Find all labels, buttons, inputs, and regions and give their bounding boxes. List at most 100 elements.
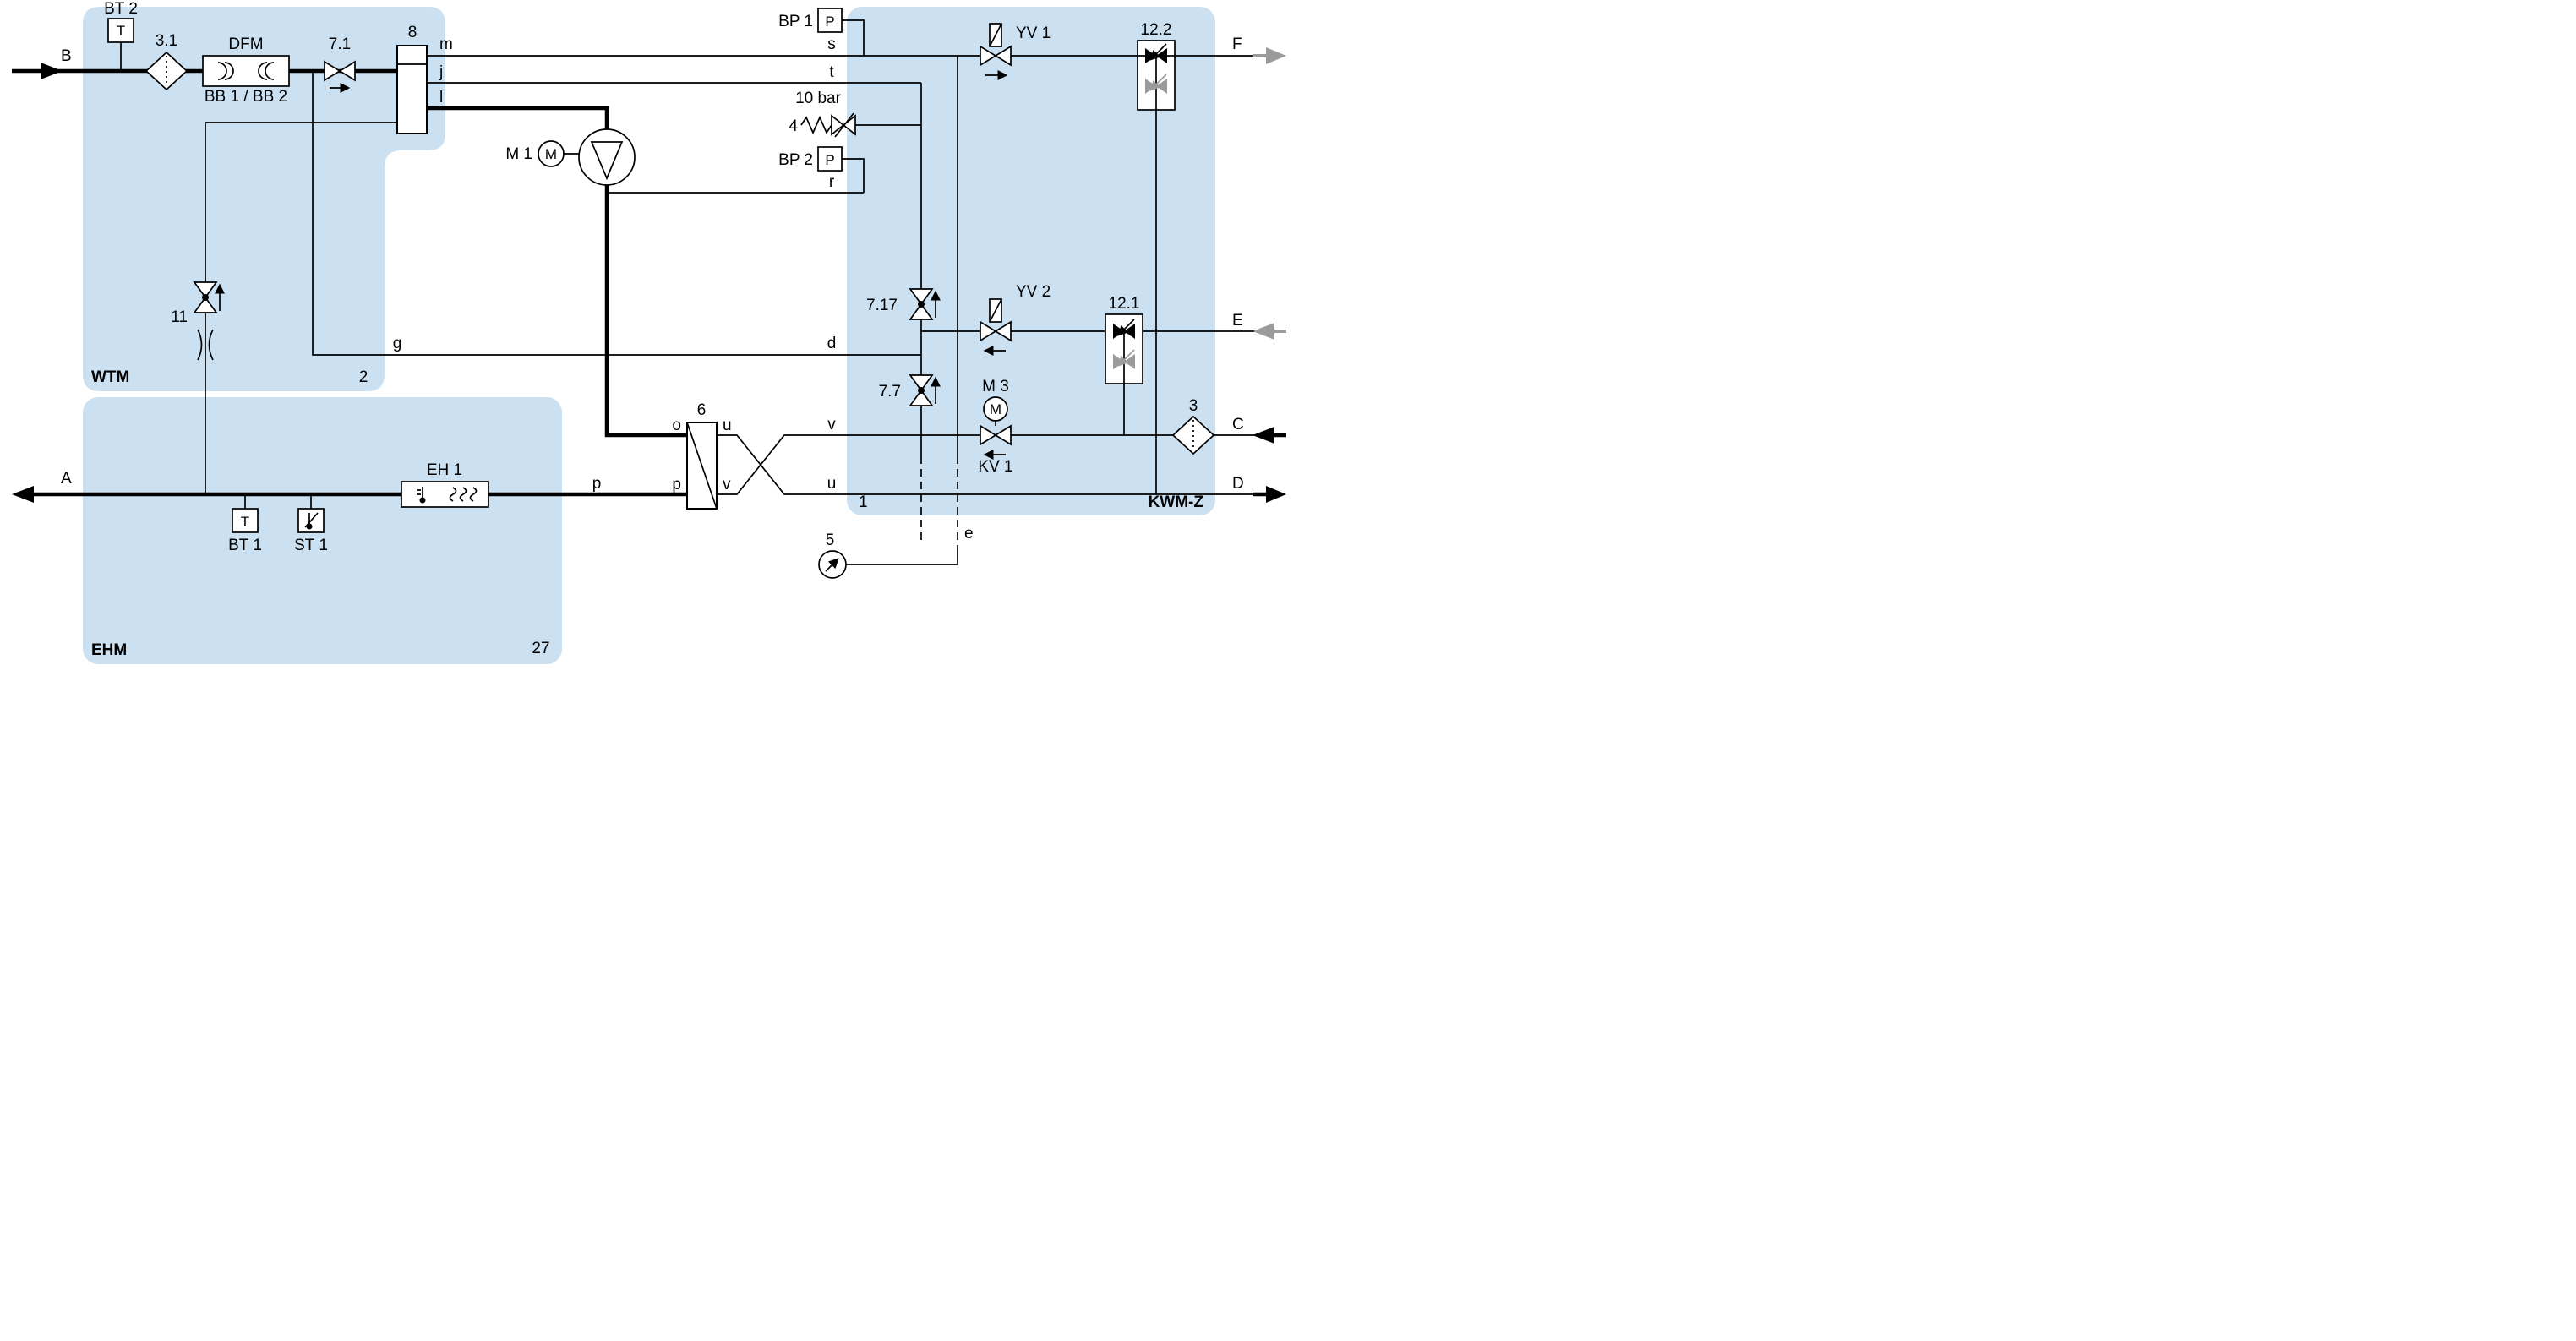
valve-7-7-label: 7.7 [879,383,901,401]
coupling-12-1-top-arrow [1117,319,1135,336]
gauge-5 [818,550,847,579]
bp2-symbol: P [825,152,834,168]
relief-diagonal-icon [834,112,854,138]
pipe-g-d [312,71,921,356]
strainer-3 [1171,415,1215,455]
eh1-box [401,481,489,508]
thin-pipes [120,19,1254,565]
yv1-body [980,45,1012,67]
pump-m1 [538,128,636,186]
valve-yv2 [980,298,1012,356]
m1-symbol: M [545,146,557,162]
vessel-8-label: 8 [408,24,418,41]
m1-label: M 1 [505,145,532,163]
region-kwmz-number: 1 [859,493,868,511]
gauge-5-needle-icon [825,558,839,572]
valve-7-17-label: 7.17 [866,297,898,314]
relief-spring-icon [800,115,832,135]
yv2-actuator-diag [989,298,1002,323]
hx-6-diagonal [686,422,718,510]
motor-m3-icon [983,396,1008,422]
heat-exchanger-6 [686,422,718,510]
yv2-body [980,320,1012,342]
kv1-body [980,424,1012,446]
bp1-box [817,8,843,33]
relief-4-pressure: 10 bar [795,90,842,107]
heater-eh1 [401,481,489,508]
st1-switch-diag [304,512,319,528]
line-j-label: j [439,63,443,81]
pipe-vessel-to-valve11 [205,122,397,494]
line-v-out-label: v [827,416,836,433]
line-m-label: m [439,35,453,53]
eh1-label: EH 1 [427,461,462,479]
line-g-label: g [393,335,402,352]
strainer-3-1-label: 3.1 [156,32,177,50]
port-f-label: F [1232,35,1242,53]
region-wtm-label: WTM [91,368,129,386]
line-o-label: o [672,417,681,434]
region-kwmz-label: KWM-Z [1149,493,1204,511]
pipe-bp1-elbow [842,19,865,56]
bt1-label: BT 1 [228,537,262,554]
kv1-label: KV 1 [978,458,1012,476]
pipe-l-pump [427,106,687,438]
sensor-st1 [297,508,325,533]
pipe-bp2-elbow [842,158,865,193]
flex-coupling-icon [197,329,214,361]
coupling-12-2-top-arrow [1149,43,1167,61]
line-p-port-label: p [672,476,681,493]
line-v-port-label: v [723,476,731,493]
coupling-12-1 [1113,319,1135,369]
line-t-label: t [829,63,834,81]
region-wtm-number: 2 [359,368,368,386]
yv1-actuator-diag [989,23,1002,47]
eh1-coil-icon [449,487,478,502]
valve-11 [193,281,225,361]
valve-7-17-dot-icon [918,301,925,308]
line-u-port-label: u [723,417,732,434]
gauge-5-label: 5 [826,531,835,549]
bt2-symbol: T [117,23,125,39]
schematic-page: B A F E C D m j l s t r g d o p u v v u … [0,0,1288,671]
line-u-out-label: u [827,475,837,493]
coupling-12-1-label: 12.1 [1109,295,1140,313]
coupling-12-2 [1145,43,1167,94]
valve-7-7 [909,374,941,406]
dfm-sublabel: BB 1 / BB 2 [205,88,287,106]
strainer-3-label: 3 [1189,397,1198,415]
pump-triangle-icon [590,141,624,181]
st1-label: ST 1 [294,537,328,554]
coupling-12-2-label: 12.2 [1141,21,1172,39]
pipe-u-d [717,434,1254,495]
valve-7-1-label: 7.1 [329,35,351,53]
valve-7-7-dot-icon [918,387,925,394]
relief-4-label: 4 [789,117,798,135]
coupling-12-1-bottom-arrow [1117,349,1135,367]
strainer-3-1 [145,51,188,91]
line-l-label: l [439,89,443,106]
m3-label: M 3 [982,378,1009,395]
bp2-label: BP 2 [778,151,813,169]
dfm-wave-left-icon [217,62,234,80]
valve-kv1 [980,396,1012,460]
module-regions [83,7,1215,664]
m3-symbol: M [990,401,1001,417]
valve-7-1 [324,60,356,93]
hx-6-label: 6 [697,401,707,419]
labels-layer: B A F E C D m j l s t r g d o p u v v u … [61,0,1244,659]
line-s-label: s [827,35,836,53]
valve-7-1-body [324,60,356,82]
relief-valve-4 [800,112,856,138]
eh1-therm-bulb-icon [419,497,426,504]
bt1-symbol: T [241,514,249,530]
vessel-8-box [396,45,428,134]
outlet-a-arrow-icon [12,486,34,503]
port-d-label: D [1232,475,1244,493]
yv1-label: YV 1 [1016,25,1051,42]
pipe-gauge-e [846,551,958,565]
valve-11-label: 11 [171,308,188,326]
region-ehm-label: EHM [91,641,127,659]
dfm-wave-right-icon [258,62,275,80]
flowmeter-dfm [202,55,290,87]
